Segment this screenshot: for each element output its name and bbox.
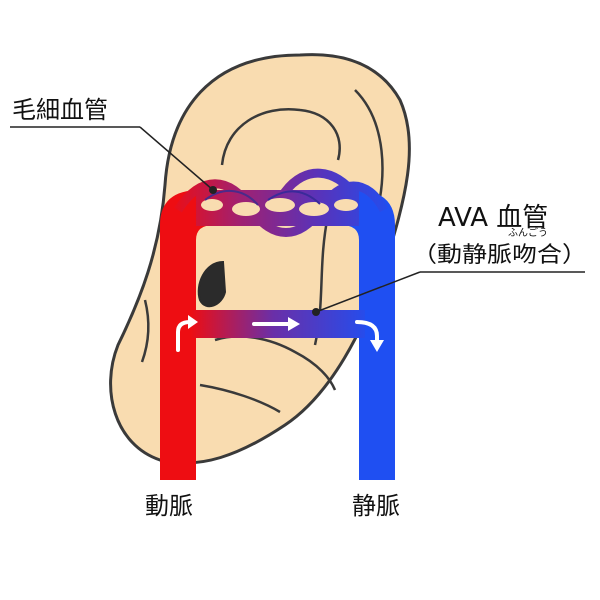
flow-arrow-mid-head xyxy=(288,317,300,331)
ava-ruby-label: ふんごう xyxy=(508,226,548,239)
ava-leader-diag xyxy=(315,271,421,313)
capillary-leader-diag xyxy=(139,126,214,191)
flow-arrow-left-head xyxy=(188,315,198,329)
ear-canal xyxy=(197,260,227,308)
capillary-network xyxy=(174,168,389,237)
artery-label: 動脈 xyxy=(145,492,193,520)
ava-pointer-dot xyxy=(312,308,320,316)
capillary-pointer-dot xyxy=(209,186,217,194)
vein-vessel xyxy=(341,190,395,480)
ear-lobe-line xyxy=(199,383,281,414)
ear-antitragus-line xyxy=(140,299,150,363)
flow-arrow-left-icon xyxy=(176,320,192,352)
vein-label: 静脈 xyxy=(352,492,400,520)
ava-title-label: AVA 血管 xyxy=(438,203,548,233)
capillary-label: 毛細血管 xyxy=(12,96,108,124)
artery-vessel xyxy=(160,190,214,480)
flow-arrow-right-icon xyxy=(355,320,379,344)
ava-subtitle-label: （動静脈吻合） xyxy=(412,243,587,268)
ear-antihelix-line xyxy=(220,108,341,166)
flow-arrow-right-head xyxy=(370,340,384,352)
